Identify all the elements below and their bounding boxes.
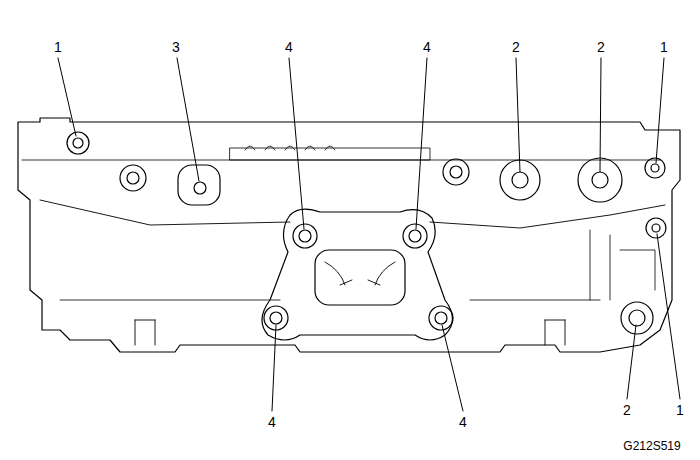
bolt-heads: [67, 132, 666, 334]
figure-code: G212S519: [623, 438, 680, 454]
callout-number: 4: [459, 414, 467, 430]
callout-number: 2: [623, 402, 631, 418]
callout-number: 4: [268, 414, 276, 430]
callout-number: 2: [597, 39, 605, 55]
callout-number: 2: [512, 39, 520, 55]
callout-number: 4: [423, 39, 431, 55]
exhaust-flange: [262, 209, 453, 340]
head-outline: [18, 118, 680, 352]
callout-number: 1: [676, 402, 684, 418]
callout-number: 1: [660, 39, 668, 55]
callout-number: 3: [172, 39, 180, 55]
callout-number: 4: [285, 39, 293, 55]
callout-number: 1: [54, 39, 62, 55]
leader-lines: [58, 58, 680, 411]
